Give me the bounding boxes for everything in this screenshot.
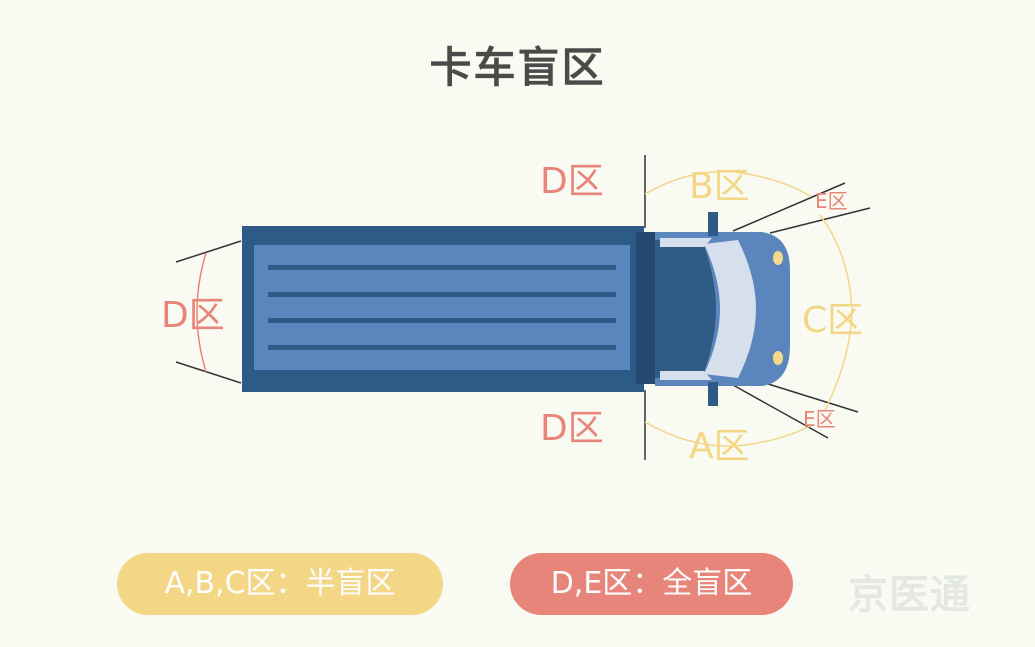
mirror-top (708, 212, 718, 236)
windshield (704, 240, 756, 378)
cargo-stripe (268, 318, 616, 323)
a-zone-arc (644, 421, 813, 447)
mirror-line-top-1 (732, 182, 846, 232)
zone-label-a: A区 (689, 426, 750, 467)
mirror-line-top-2 (769, 207, 871, 234)
mirror-line-bottom-1 (732, 384, 829, 439)
zone-label-e-bottom: E区 (803, 407, 836, 431)
cargo-stripe (268, 345, 616, 350)
side-window-bottom (660, 371, 712, 380)
side-window-top (660, 238, 712, 247)
watermark-logo: 京医通 (848, 572, 971, 618)
rear-boundary-top (175, 240, 242, 263)
cargo-panel (254, 245, 630, 370)
rear-d-arc (196, 252, 207, 373)
rear-boundary-bottom (175, 361, 242, 384)
zone-label-d-top: D区 (540, 161, 604, 202)
zone-label-e-top: E区 (815, 189, 848, 213)
legend-half-blind: A,B,C区：半盲区 (117, 553, 443, 615)
diagram-title: 卡车盲区 (429, 43, 606, 92)
b-zone-arc (644, 170, 811, 197)
cargo-stripe (268, 265, 616, 270)
cargo-stripe (268, 292, 616, 297)
headlight-bottom (773, 351, 783, 365)
zone-label-d-bottom: D区 (540, 408, 604, 449)
zone-label-c: C区 (802, 300, 863, 341)
headlight-top (773, 251, 783, 265)
mirror-bottom (708, 382, 718, 406)
cab-roof (655, 240, 716, 378)
zone-label-d-rear: D区 (161, 295, 225, 336)
c-zone-arc (819, 214, 853, 411)
mirror-line-bottom-2 (764, 382, 859, 413)
legend-full-blind: D,E区：全盲区 (510, 553, 793, 615)
zone-label-b: B区 (689, 166, 750, 207)
